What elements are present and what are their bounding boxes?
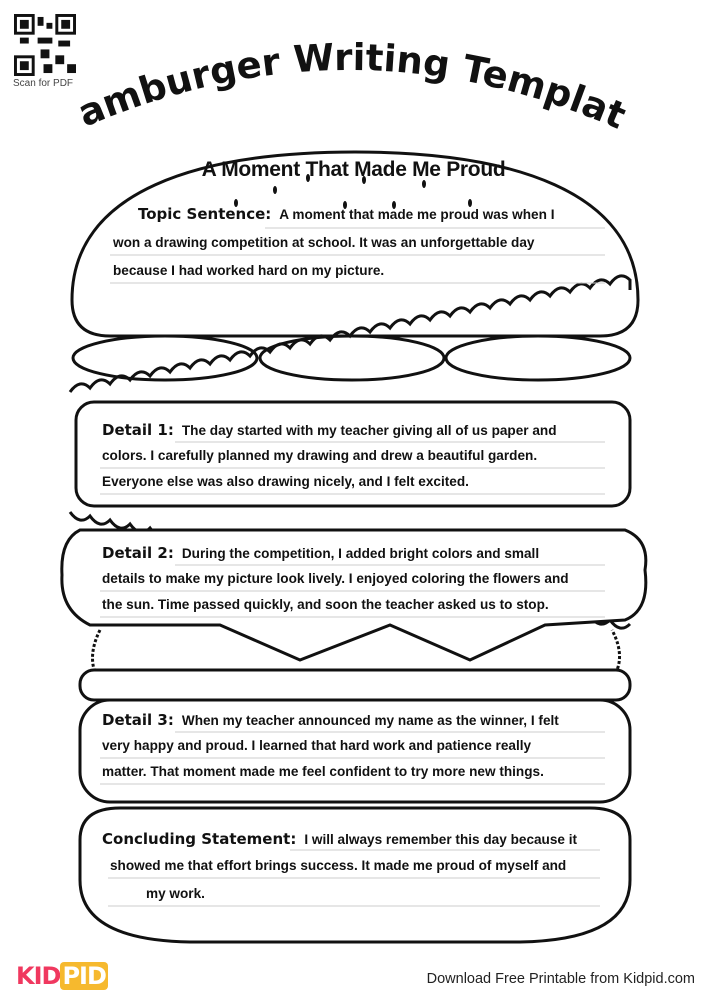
detail2-line-2: details to make my picture look lively. … [102, 571, 569, 586]
topic-line-3: because I had worked hard on my picture. [113, 263, 385, 278]
patty [91, 629, 621, 684]
detail3-line-1: Detail 3: When my teacher announced my na… [102, 711, 559, 729]
bottom-bun [78, 806, 632, 944]
conclusion-line-2: showed me that effort brings success. It… [110, 858, 567, 873]
detail2-text: During the competition, I added bright c… [181, 546, 540, 561]
conclusion-label: Concluding Statement: [102, 830, 297, 848]
qr-code[interactable] [14, 14, 76, 76]
qr-caption: Scan for PDF [13, 78, 74, 89]
detail3-line-2: very happy and proud. I learned that har… [102, 738, 532, 753]
detail3-text: When my teacher announced my name as the… [181, 713, 559, 728]
detail1-layer [74, 400, 632, 508]
detail3-label: Detail 3: [102, 711, 174, 729]
footer-download-text[interactable]: Download Free Printable from Kidpid.com [426, 971, 695, 987]
lettuce-top [68, 274, 632, 393]
worksheet-subtitle: A Moment That Made Me Proud [201, 158, 506, 181]
detail3-box [78, 698, 632, 804]
logo-part-2: PID [60, 962, 108, 990]
cheese-layer [60, 528, 648, 662]
detail2-line-3: the sun. Time passed quickly, and soon t… [102, 597, 549, 612]
detail3-layer [78, 668, 632, 702]
kidpid-logo[interactable]: KIDPID [16, 962, 108, 990]
topic-line-2: won a drawing competition at school. It … [113, 235, 535, 250]
ruled-lines [100, 227, 605, 907]
detail1-text: The day started with my teacher giving a… [181, 423, 557, 438]
detail3-line-3: matter. That moment made me feel confide… [102, 764, 544, 779]
topic-text: A moment that made me proud was when I [279, 207, 555, 222]
tomato-slices [71, 334, 632, 382]
topic-label: Topic Sentence: [138, 205, 272, 223]
detail1-line-3: Everyone else was also drawing nicely, a… [102, 474, 469, 489]
detail1-label: Detail 1: [102, 421, 174, 439]
logo-part-1: KID [16, 962, 61, 990]
sesame-seeds [234, 174, 472, 209]
conclusion-text: I will always remember this day because … [304, 832, 578, 847]
conclusion-line-3: my work. [146, 886, 205, 901]
detail2-label: Detail 2: [102, 544, 174, 562]
detail1-line-1: Detail 1: The day started with my teacher… [102, 421, 557, 439]
detail2-line-1: Detail 2: During the competition, I added… [102, 544, 539, 562]
title: Hamburger Writing Template [0, 0, 632, 138]
conclusion-line-1: Concluding Statement: I will always remem… [102, 830, 577, 848]
detail1-line-2: colors. I carefully planned my drawing a… [102, 448, 538, 463]
topic-line-1: Topic Sentence: A moment that made me pro… [138, 205, 554, 223]
